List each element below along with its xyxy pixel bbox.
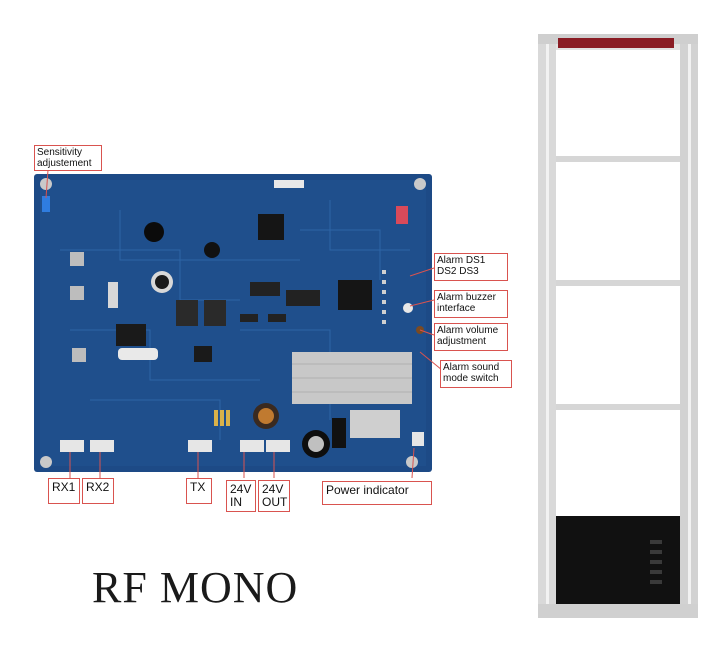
callout-rx1: RX1: [48, 478, 80, 504]
callout-24v-in: 24V IN: [226, 480, 256, 512]
callout-lines: [45, 169, 443, 479]
callout-tx: TX: [186, 478, 212, 504]
pcb-board: [34, 174, 432, 472]
callout-sound-mode: Alarm sound mode switch: [440, 360, 512, 388]
callout-buzzer: Alarm buzzer interface: [434, 290, 508, 318]
callout-power: Power indicator: [322, 481, 432, 505]
callout-24v-out: 24V OUT: [258, 480, 290, 512]
callout-sensitivity: Sensitivity adjustement: [34, 145, 102, 171]
callout-rx2: RX2: [82, 478, 114, 504]
callout-volume: Alarm volume adjustment: [434, 323, 508, 351]
callout-alarm-ds: Alarm DS1 DS2 DS3: [434, 253, 508, 281]
product-title: RF MONO: [92, 563, 299, 612]
antenna-gate: [538, 34, 698, 618]
